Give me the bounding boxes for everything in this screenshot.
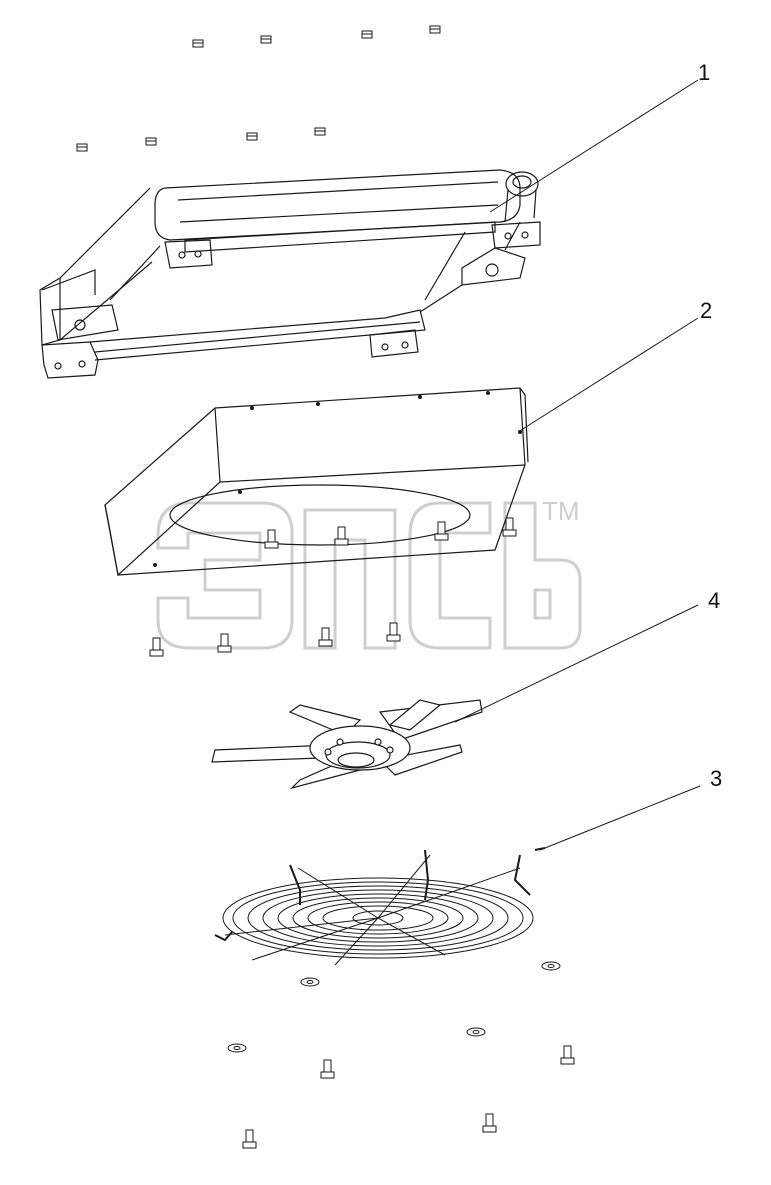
callouts	[455, 80, 700, 850]
bolt-icon	[387, 623, 400, 641]
watermark-trademark: TM	[542, 496, 580, 526]
top-nuts	[77, 26, 440, 151]
nut-icon	[77, 144, 87, 151]
washer-icon	[542, 962, 560, 970]
bolt-icon	[435, 522, 448, 540]
washer-icon	[467, 1028, 485, 1036]
radiator-frame	[40, 170, 540, 378]
guard-fasteners	[228, 962, 574, 1148]
bolt-icon	[243, 1130, 256, 1148]
washer-icon	[228, 1044, 246, 1052]
bolt-icon	[321, 1060, 334, 1078]
callout-2: 2	[700, 298, 712, 323]
fan-shroud	[105, 388, 528, 575]
leader-line-4	[455, 605, 698, 722]
leader-line-2	[518, 318, 698, 432]
leader-line-3	[540, 786, 700, 850]
bolt-icon	[503, 518, 516, 536]
fan-impeller	[212, 700, 482, 788]
callout-1: 1	[698, 60, 710, 85]
bolt-icon	[150, 638, 163, 656]
bolt-icon	[265, 530, 278, 548]
bolt-icon	[218, 634, 231, 652]
nut-icon	[315, 128, 325, 135]
leader-line-1	[490, 80, 698, 212]
nut-icon	[193, 40, 203, 47]
callout-4: 4	[708, 588, 720, 613]
nut-icon	[247, 133, 257, 140]
callout-3: 3	[710, 766, 722, 791]
washer-icon	[301, 978, 319, 986]
bolt-icon	[561, 1046, 574, 1064]
fan-guard	[215, 848, 545, 965]
nut-icon	[261, 36, 271, 43]
bolt-icon	[319, 628, 332, 646]
nut-icon	[362, 31, 372, 38]
nut-icon	[430, 26, 440, 33]
bolt-icon	[335, 527, 348, 545]
shroud-bolts	[150, 518, 516, 656]
nut-icon	[146, 138, 156, 145]
bolt-icon	[483, 1114, 496, 1132]
watermark-logo	[158, 503, 580, 648]
